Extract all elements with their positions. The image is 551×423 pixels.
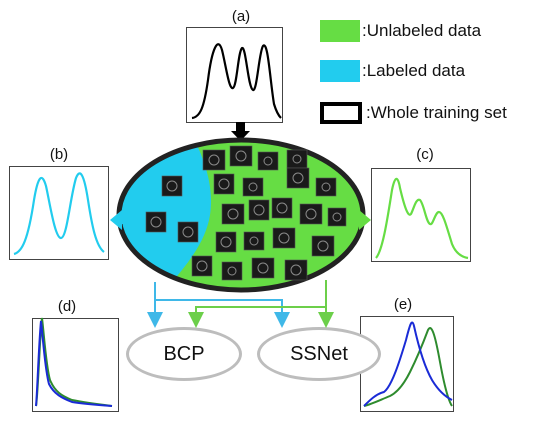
legend-whole: :Whole training set [320,102,507,124]
unlabeled-swatch [320,20,360,42]
labeled-swatch [320,60,360,82]
green-right-arrow-icon [347,210,371,230]
ssnet-ellipse: SSNet [257,327,381,381]
curve-e-green [363,327,453,407]
legend-labeled: :Labeled data [320,60,465,82]
whole-swatch [320,102,362,124]
mri-thumbnail-details [150,150,342,276]
legend-unlabeled-text: :Unlabeled data [362,21,482,40]
curve-d-green [35,317,113,407]
label-a: (a) [231,8,251,25]
bcp-ellipse: BCP [126,327,242,381]
ssnet-label: SSNet [290,342,348,365]
mri-thumbnails [145,145,347,281]
label-d: (d) [57,298,77,315]
curve-c-unlabeled [375,177,469,260]
black-down-arrow-icon [231,122,250,141]
curve-e-blue [363,321,453,407]
label-c: (c) [416,146,434,163]
curve-b-labeled [13,172,105,256]
label-e: (e) [393,296,413,313]
unlabeled-connectors [188,280,334,328]
curve-a-whole [191,43,282,120]
label-b: (b) [49,146,69,163]
legend-whole-text: :Whole training set [366,103,507,122]
bcp-label: BCP [163,342,205,365]
panel-b-frame [9,166,109,260]
labeled-connectors [147,282,290,328]
curve-d-blue [35,320,113,407]
cyan-left-arrow-icon [110,210,135,230]
legend-unlabeled: :Unlabeled data [320,20,481,42]
legend-labeled-text: :Labeled data [362,61,466,80]
